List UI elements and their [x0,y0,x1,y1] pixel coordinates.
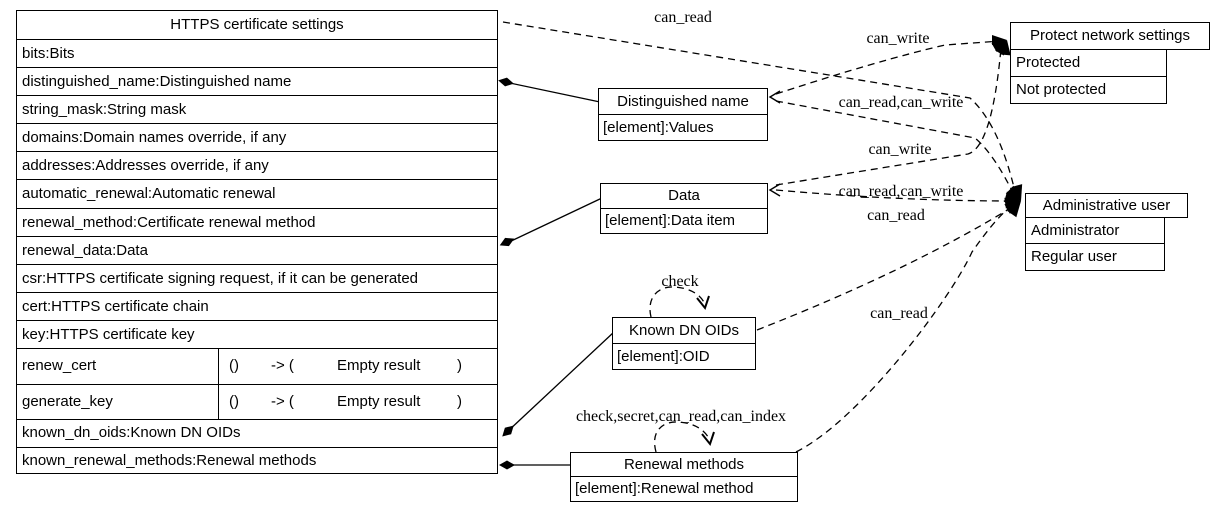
link-table-known-dn-oids [506,331,615,433]
enum-value: Not protected [1011,76,1166,103]
attribute-row-addresses: addresses:Addresses override, if any [17,151,497,179]
renewal-methods-node: Renewal methods [element]:Renewal method [570,452,798,502]
attribute-row-distinguished-name: distinguished_name:Distinguished name [17,67,497,95]
edge-label-table-admin: can_read [654,9,712,26]
attribute-row-cert: cert:HTTPS certificate chain [17,291,497,320]
method-args: () [229,357,239,375]
method-result: Empty result [337,357,421,375]
edge-label-renewal-loop: check,secret,can_read,can_index [576,408,786,425]
method-signature: () -> ( Empty result ) [219,385,497,420]
class-title: HTTPS certificate settings [170,16,344,33]
edge-label-oids-loop: check [661,273,698,290]
method-row-generate-key: generate_key () -> ( Empty result ) [17,383,497,420]
node-element-row: [element]:Values [603,119,714,136]
administrative-user-values: Administrator Regular user [1025,217,1165,271]
edge-renewal-self-loop [653,421,711,453]
method-close-paren: ) [457,392,462,410]
protect-network-settings-title: Protect network settings [1010,22,1210,50]
attribute-row-bits: bits:Bits [17,39,497,67]
admin-arrow-burst-icon [1004,184,1023,218]
edge-table-admin [502,21,1017,197]
distinguished-name-node: Distinguished name [element]:Values [598,88,768,141]
protect-arrow-burst-icon [991,35,1011,56]
edge-data-protect [775,47,1002,186]
link-table-data [506,197,603,244]
method-row-renew-cert: renew_cert () -> ( Empty result ) [17,348,497,384]
attribute-row-renewal-data: renewal_data:Data [17,235,497,264]
method-close-paren: ) [457,357,462,375]
attribute-row-automatic-renewal: automatic_renewal:Automatic renewal [17,179,497,207]
node-title: Renewal methods [571,453,797,477]
edge-oids-self-loop [649,286,706,318]
https-certificate-settings-class: HTTPS certificate settings bits:Bits dis… [16,10,498,475]
edge-label-data-protect: can_write [868,141,931,158]
method-name: generate_key [17,384,219,420]
edge-oids-admin [756,205,1015,331]
method-args: () [229,392,239,410]
enum-value: Protected [1016,54,1081,71]
attribute-row-known-renewal-methods: known_renewal_methods:Renewal methods [17,446,497,474]
enum-value: Regular user [1026,243,1164,270]
node-element-row: [element]:OID [617,348,710,365]
method-name: renew_cert [17,349,219,384]
enum-value: Administrator [1031,222,1120,239]
edge-label-dn-protect: can_write [866,30,929,47]
node-title: Distinguished name [599,89,767,115]
edge-dn-admin [775,100,1016,198]
edge-label-oids-admin: can_read [867,207,925,224]
edge-label-dn-admin: can_read,can_write [839,94,964,111]
attribute-row-renewal-method: renewal_method:Certificate renewal metho… [17,207,497,236]
node-element-row: [element]:Data item [605,212,736,229]
protect-network-settings-values: Protected Not protected [1010,49,1167,104]
edge-dn-protect [775,40,1001,95]
data-node: Data [element]:Data item [600,183,768,234]
node-element-row: [element]:Renewal method [575,480,754,497]
node-title: Known DN OIDs [613,318,755,344]
link-table-distinguished-name [504,81,601,103]
edge-label-renewal-admin: can_read [870,305,928,322]
known-dn-oids-node: Known DN OIDs [element]:OID [612,317,756,370]
attribute-row-csr: csr:HTTPS certificate signing request, i… [17,263,497,292]
arrowhead-icons [696,90,781,447]
method-signature: () -> ( Empty result ) [219,349,497,384]
attribute-row-known-dn-oids: known_dn_oids:Known DN OIDs [17,419,497,447]
method-result: Empty result [337,392,421,410]
composition-diamond-icons [498,77,515,470]
attribute-row-key: key:HTTPS certificate key [17,319,497,348]
edge-label-data-admin: can_read,can_write [839,183,964,200]
attribute-row-domains: domains:Domain names override, if any [17,123,497,151]
node-title: Data [601,184,767,209]
edge-data-admin [775,189,1013,202]
method-arrow: -> ( [271,392,294,410]
method-arrow: -> ( [271,357,294,375]
attribute-row-string-mask: string_mask:String mask [17,95,497,123]
administrative-user-title: Administrative user [1025,193,1188,218]
edge-renewal-admin [795,204,1015,453]
